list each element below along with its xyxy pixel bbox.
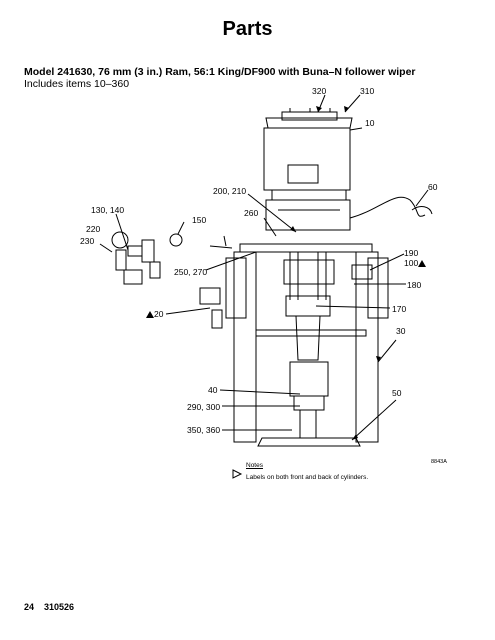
callout-100-label: 100 (404, 258, 419, 268)
callout-60: 60 (428, 182, 438, 192)
callout-220: 220 (86, 224, 101, 234)
page-number: 24 (24, 602, 35, 612)
follower-plate (257, 437, 361, 447)
callout-100: 100 (404, 258, 427, 268)
callout-170: 170 (392, 304, 407, 314)
figure-id: 8843A (431, 459, 447, 465)
callout-250-270: 250, 270 (174, 267, 208, 277)
ram-post-right (355, 251, 379, 443)
callout-200-210: 200, 210 (213, 186, 247, 196)
ram-post-left (233, 251, 257, 443)
callout-260: 260 (244, 208, 259, 218)
callout-190: 190 (404, 248, 419, 258)
callout-290-300: 290, 300 (187, 402, 221, 412)
gauge (111, 231, 129, 249)
warning-triangle-icon (146, 311, 154, 318)
displacement-pump (285, 295, 331, 317)
callout-320: 320 (312, 86, 327, 96)
motor-label (287, 164, 319, 184)
notes-heading: Notes (246, 462, 263, 469)
callout-10: 10 (365, 118, 375, 128)
air-hose (349, 196, 426, 219)
callout-20-label: 20 (154, 309, 164, 319)
callout-130-140: 130, 140 (91, 205, 125, 215)
callout-40: 40 (208, 385, 218, 395)
callout-180: 180 (407, 280, 422, 290)
ball-valve (169, 233, 183, 247)
callout-230: 230 (80, 236, 95, 246)
callout-50: 50 (392, 388, 402, 398)
ram-crossbar (239, 243, 373, 253)
callout-150: 150 (192, 215, 207, 225)
warning-triangle-icon (418, 260, 427, 267)
doc-number: 310526 (44, 602, 75, 612)
air-motor (263, 127, 351, 191)
motor-base (265, 199, 351, 231)
callout-20: 20 (146, 309, 163, 319)
notes-text: Labels on both front and back of cylinde… (246, 474, 369, 481)
air-manifold (281, 111, 338, 121)
page-title: Parts (222, 18, 273, 40)
includes-line: Includes items 10–360 (24, 78, 130, 90)
callout-310: 310 (360, 86, 375, 96)
callout-350-360: 350, 360 (187, 425, 221, 435)
model-subtitle: Model 241630, 76 mm (3 in.) Ram, 56:1 Ki… (24, 66, 416, 78)
callout-30: 30 (396, 326, 406, 336)
